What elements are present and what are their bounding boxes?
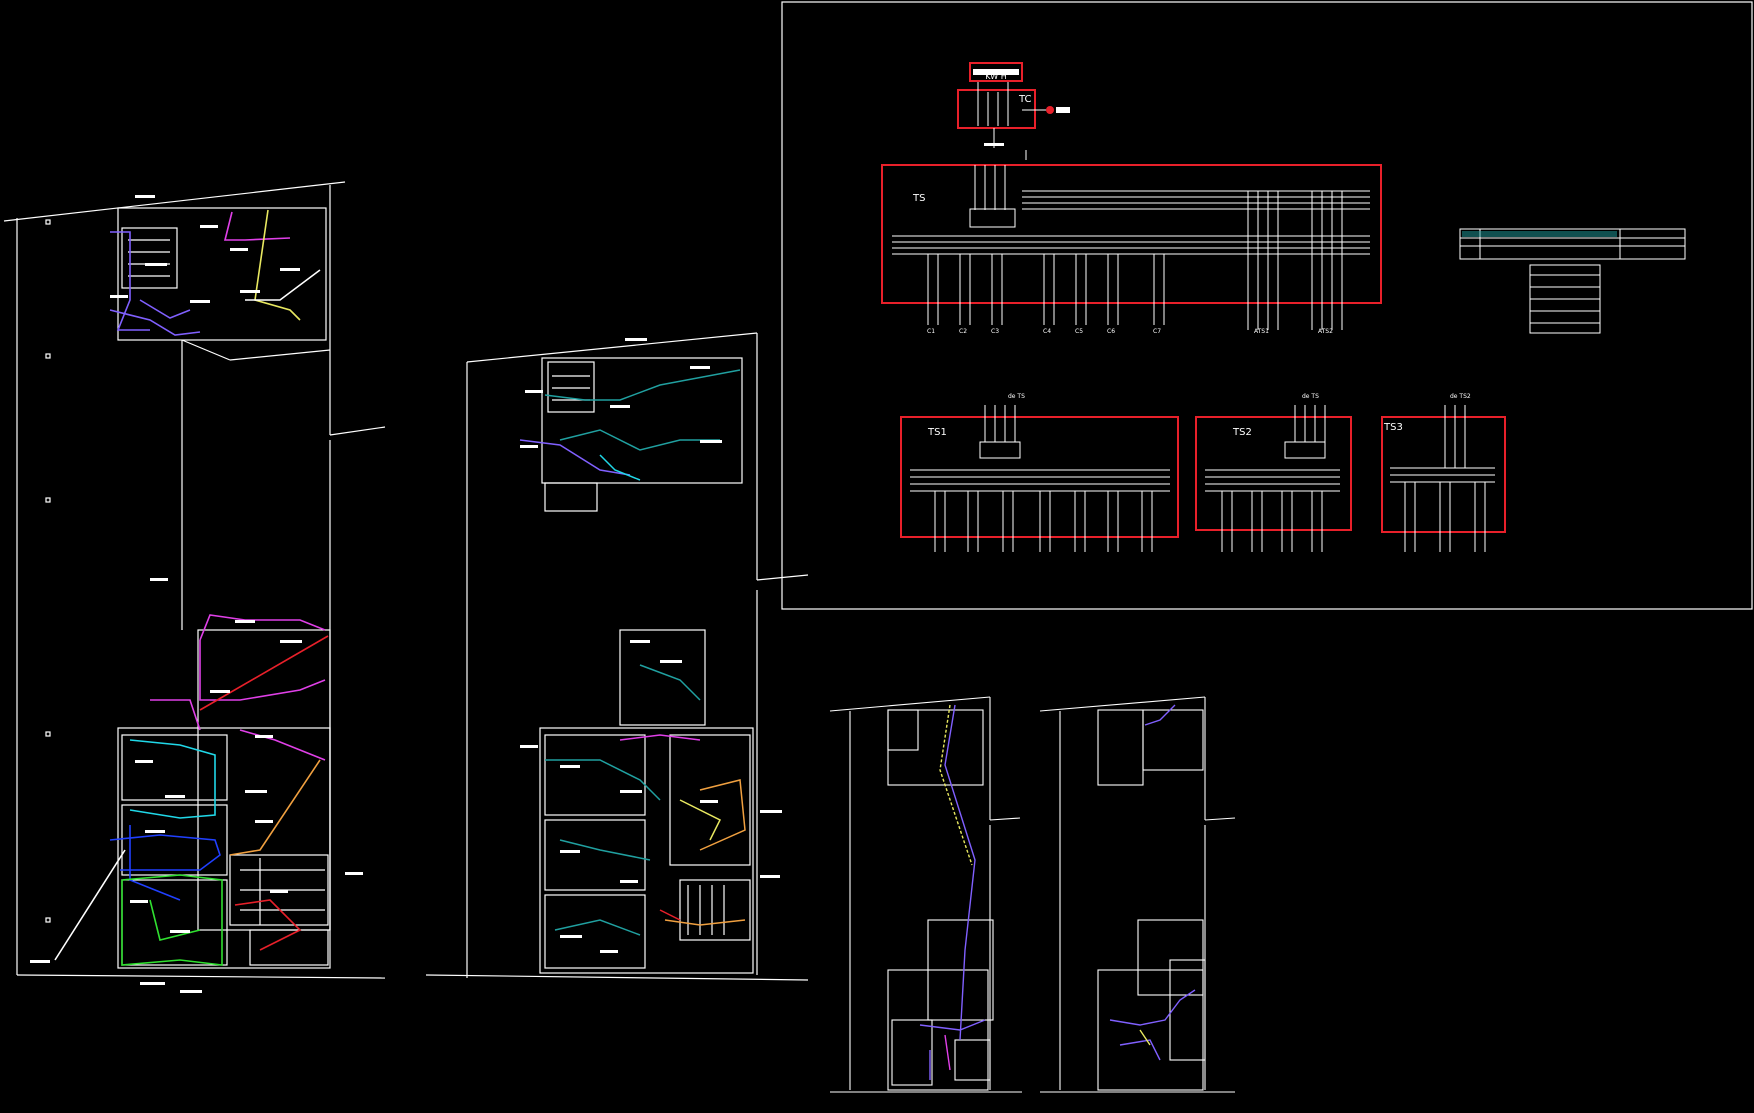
ts-circuit-c6: C6 [1107,328,1115,335]
plan2-wiring [519,369,746,936]
plan-ground-floor-sockets [829,696,1022,1093]
kwh-meter-box [969,62,1023,82]
plan-upper-floor-sockets [1039,696,1236,1093]
panel-ts-label: TS [912,193,925,204]
panel-ts: TS C1 C2 [881,164,1382,335]
main-panel-tc: KW H TC [957,62,1070,160]
ts-circuit-c3: C3 [991,328,999,335]
ts-feeder-ats2: ATS2 [1318,328,1333,335]
plan2-annotations [520,338,782,953]
ts-circuit-c4: C4 [1043,328,1051,335]
ts-feeder-ats1: ATS1 [1254,328,1269,335]
panel-ts1-source: de TS [1008,393,1025,400]
panel-ts1-label: TS1 [927,427,947,438]
schedule-tables [1459,228,1686,334]
panel-ts3-source: de TS2 [1450,393,1471,400]
plan4-wiring [1109,704,1196,1061]
ts-circuit-c7: C7 [1153,328,1161,335]
ts-circuit-c1: C1 [927,328,935,335]
ts-circuit-c5: C5 [1075,328,1083,335]
schematic-frame [781,1,1753,610]
plan1-wiring [54,209,329,966]
tc-panel-label: TC [1018,94,1032,105]
panel-ts2-source: de TS [1302,393,1319,400]
panel-ts1: TS1 de TS [900,393,1179,552]
panel-ts3-label: TS3 [1383,422,1403,433]
ts-circuit-c2: C2 [959,328,967,335]
kwh-label: KW H [985,72,1006,81]
panel-ts2-label: TS2 [1232,427,1252,438]
plan1-annotations [30,195,363,993]
plan3-wiring [919,704,986,1080]
panel-ts3: TS3 de TS2 [1381,393,1506,552]
tc-panel-box [957,89,1036,129]
panel-ts2: TS2 de TS [1195,393,1352,552]
plan-upper-floor-lighting [425,332,809,981]
